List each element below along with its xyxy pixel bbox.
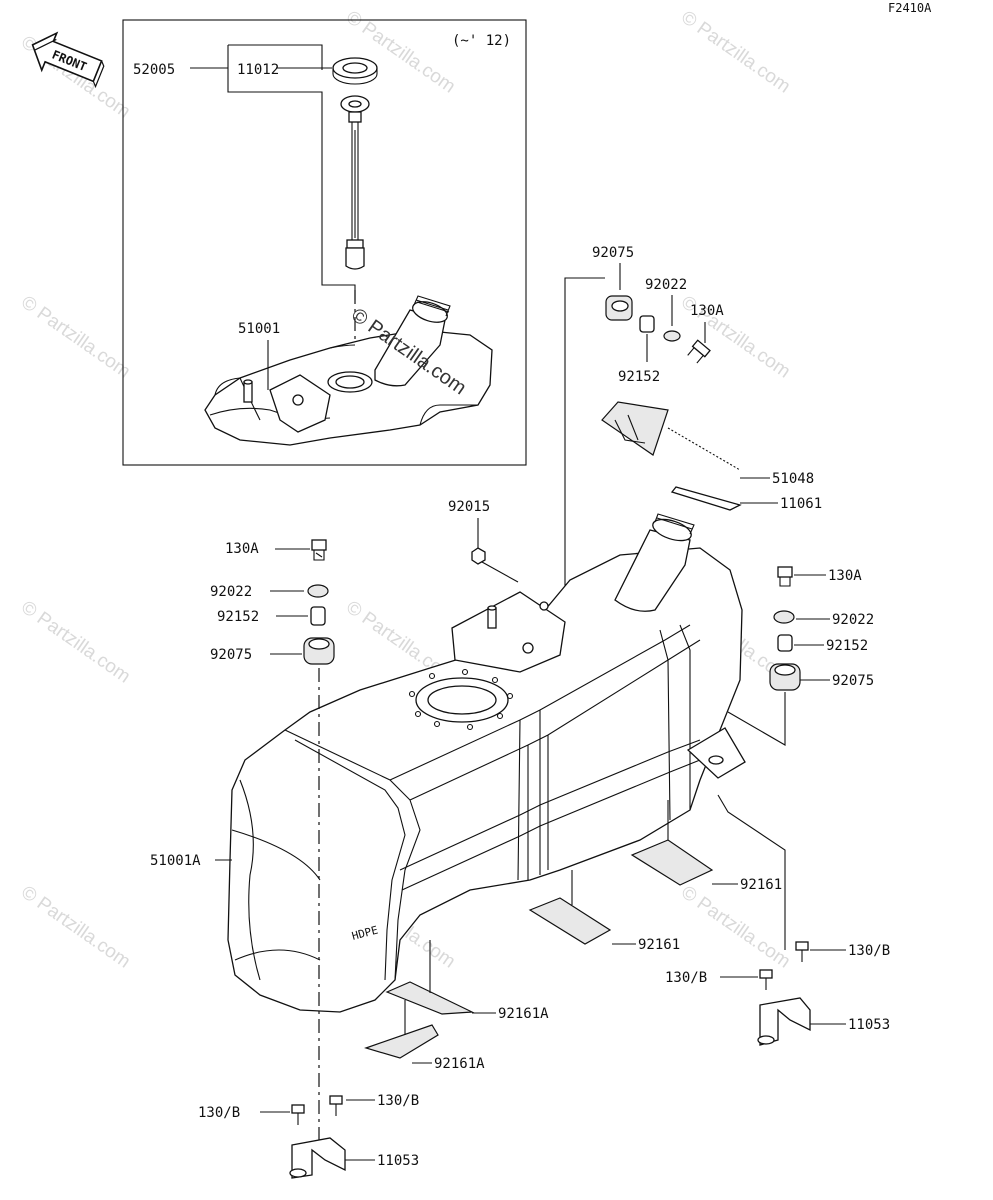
callout-52005: 52005: [133, 62, 175, 78]
bolt-130B-l1: [291, 1104, 305, 1114]
callout-130A-top: 130A: [690, 303, 724, 319]
label-11061: 11061: [670, 486, 822, 512]
grommet-92075-right: [769, 663, 801, 691]
callout-92152-right: 92152: [826, 638, 868, 654]
washer-92022-left: [307, 584, 329, 598]
callout-51001A: 51001A: [150, 853, 201, 869]
callout-130B-l1: 130/B: [198, 1105, 240, 1121]
pads: 92161 92161 92161A 92161A: [364, 800, 782, 1072]
gasket-11012: [332, 57, 378, 85]
watermark: © Partzilla.com: [17, 882, 134, 973]
callout-92022-left: 92022: [210, 584, 252, 600]
rubber-grommet-92075: [605, 295, 633, 321]
left-mount-parts: 130A 92022 92152 92075: [210, 539, 335, 665]
bolt-130B-l2: [329, 1095, 343, 1105]
callout-51048: 51048: [772, 471, 814, 487]
bolt-130A-left: [311, 539, 327, 551]
callout-130B-r1: 130/B: [848, 943, 890, 959]
pad-92161-a: [630, 839, 714, 886]
bolt-130B-r1: [795, 941, 809, 951]
callout-92075-right: 92075: [832, 673, 874, 689]
callout-92152-left: 92152: [217, 609, 259, 625]
callout-130B-l2: 130/B: [377, 1093, 419, 1109]
watermark: © Partzilla.com: [17, 292, 134, 383]
collar-92152: [639, 315, 655, 333]
collar-92152-left: [310, 606, 326, 626]
inset-note: (~' 12): [452, 33, 511, 49]
left-bracket-11053: 130/B 130/B 11053: [198, 1093, 419, 1179]
pad-92161A-b: [364, 1024, 439, 1059]
callout-11053-right: 11053: [848, 1017, 890, 1033]
callout-92161-b: 92161: [638, 937, 680, 953]
callout-11053-left: 11053: [377, 1153, 419, 1169]
watermark: © Partzilla.com: [677, 882, 794, 973]
pad-92161-b: [528, 897, 612, 945]
callout-51001: 51001: [238, 321, 280, 337]
inset-fuel-tank: [204, 295, 493, 446]
callout-92161-a: 92161: [740, 877, 782, 893]
callout-92075-left: 92075: [210, 647, 252, 663]
callout-92161A-a: 92161A: [498, 1006, 549, 1022]
washer-92022: [663, 330, 681, 342]
bolt-130A: [687, 339, 711, 364]
label-51048: 51048: [601, 401, 814, 487]
callout-11061: 11061: [780, 496, 822, 512]
callout-92161A-b: 92161A: [434, 1056, 485, 1072]
callout-92015: 92015: [448, 499, 490, 515]
top-mount-parts: 92075 92022 92152 130A: [564, 245, 724, 624]
main-fuel-tank: HDPE: [227, 513, 746, 1013]
callout-92022-top: 92022: [645, 277, 687, 293]
callout-92152-top: 92152: [618, 369, 660, 385]
watermark: © Partzilla.com: [677, 7, 794, 98]
callout-130A-right: 130A: [828, 568, 862, 584]
right-bracket-11053: 130/B 130/B 11053: [665, 794, 890, 1046]
callout-92075-top: 92075: [592, 245, 634, 261]
figure-code: F2410A: [888, 1, 932, 15]
washer-92022-right: [773, 610, 795, 624]
mount-holes: [408, 668, 514, 731]
bolt-130B-r2: [759, 969, 773, 979]
callout-92022-right: 92022: [832, 612, 874, 628]
watermark: © Partzilla.com: [17, 597, 134, 688]
bolt-130A-right: [777, 566, 793, 578]
fuel-gauge-sender: [340, 95, 370, 270]
callout-11012: 11012: [237, 62, 279, 78]
right-mount-parts: 130A 92022 92152 92075: [727, 566, 874, 746]
grommet-92075-left: [303, 637, 335, 665]
callout-130A-left: 130A: [225, 541, 259, 557]
collar-92152-right: [777, 634, 793, 652]
pad-92161A-a: [385, 981, 475, 1015]
inset-box: (~' 12) 52005 11012: [122, 19, 527, 466]
nut-92015: [471, 547, 486, 565]
callout-130B-r2: 130/B: [665, 970, 707, 986]
